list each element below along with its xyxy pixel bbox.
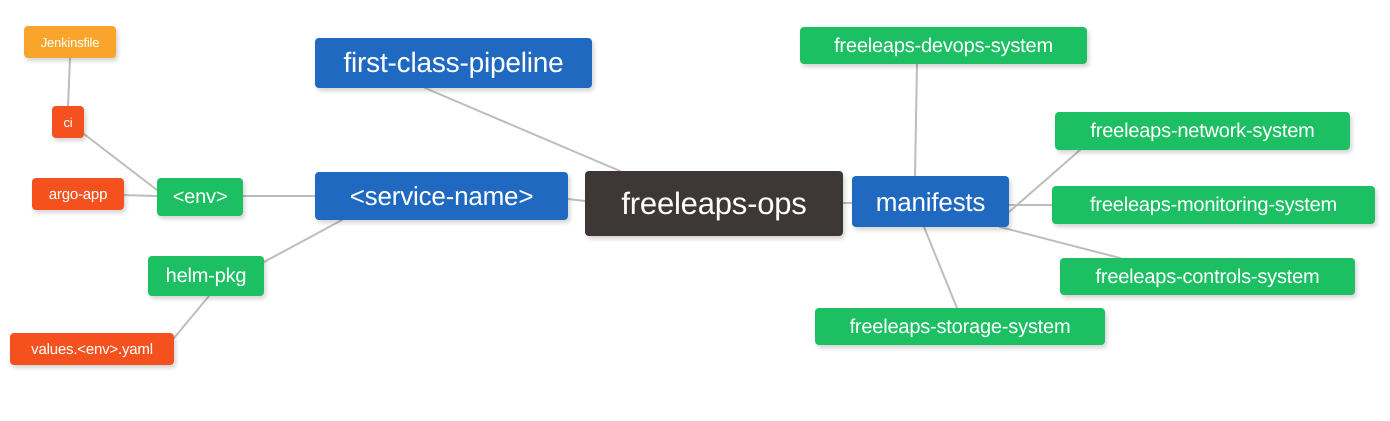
mindmap-node-monitoring[interactable]: freeleaps-monitoring-system xyxy=(1052,186,1375,224)
mindmap-node-freeleaps-ops[interactable]: freeleaps-ops xyxy=(585,171,843,236)
mindmap-node-manifests[interactable]: manifests xyxy=(852,176,1009,227)
edge-manifests-to-controls xyxy=(999,226,1121,259)
edge-manifests-to-storage xyxy=(923,226,958,309)
mindmap-node-controls[interactable]: freeleaps-controls-system xyxy=(1060,258,1355,295)
edge-pipeline-to-freeleaps-ops xyxy=(424,87,621,172)
mindmap-node-ci[interactable]: ci xyxy=(52,106,84,138)
edge-helm-pkg-to-service-name xyxy=(263,219,343,263)
mindmap-node-values-yaml[interactable]: values.<env>.yaml xyxy=(10,333,174,365)
mindmap-node-pipeline[interactable]: first-class-pipeline xyxy=(315,38,592,88)
mindmap-node-jenkinsfile[interactable]: Jenkinsfile xyxy=(24,26,116,58)
edge-argo-app-to-env xyxy=(123,194,158,197)
mindmap-node-env[interactable]: <env> xyxy=(157,178,243,216)
edge-manifests-to-devops xyxy=(914,63,918,177)
mindmap-node-helm-pkg[interactable]: helm-pkg xyxy=(148,256,264,296)
mindmap-node-service-name[interactable]: <service-name> xyxy=(315,172,568,220)
edge-service-name-to-freeleaps-ops xyxy=(567,198,586,202)
mindmap-node-argo-app[interactable]: argo-app xyxy=(32,178,124,210)
mindmap-node-storage[interactable]: freeleaps-storage-system xyxy=(815,308,1105,345)
edge-jenkinsfile-to-ci xyxy=(67,57,71,107)
edge-values-yaml-to-helm-pkg xyxy=(173,295,210,339)
mindmap-node-network[interactable]: freeleaps-network-system xyxy=(1055,112,1350,150)
mindmap-node-devops[interactable]: freeleaps-devops-system xyxy=(800,27,1087,64)
